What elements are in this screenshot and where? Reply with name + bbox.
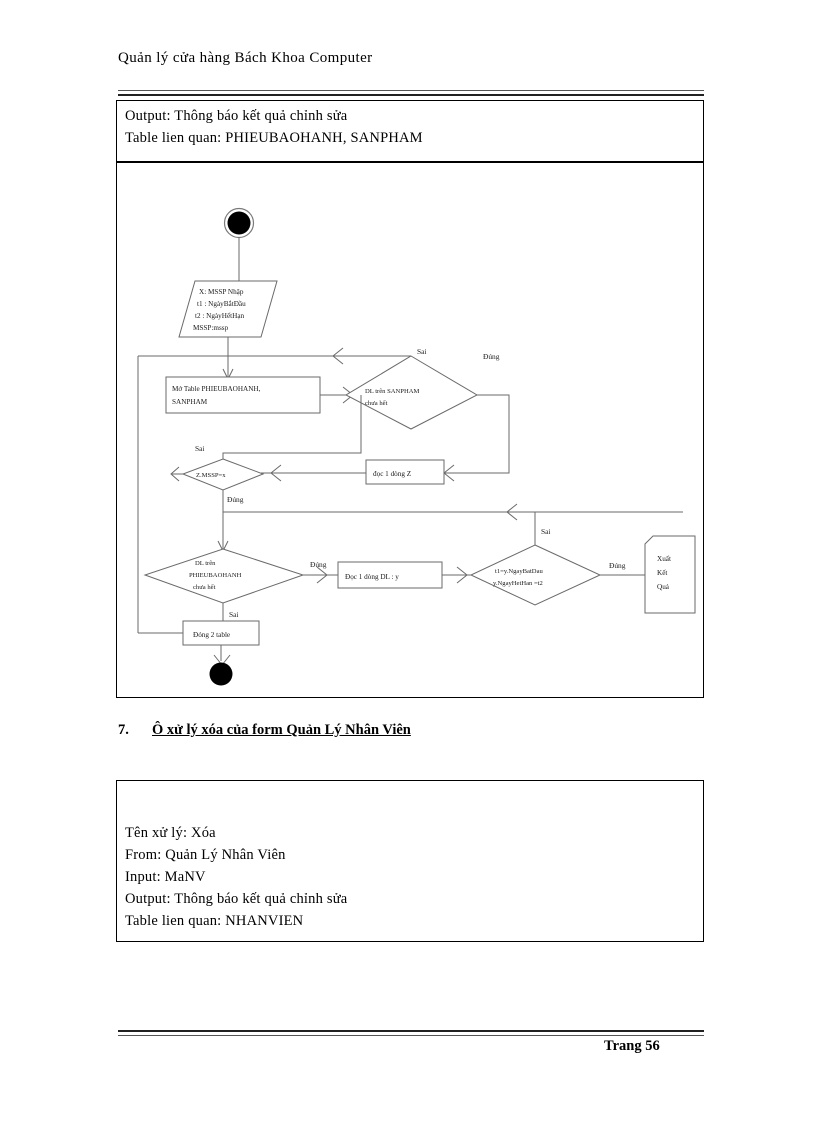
footer-page-number: Trang 56 bbox=[604, 1038, 660, 1054]
open-table-line-2: SANPHAM bbox=[172, 398, 208, 406]
label-pbh-false: Sai bbox=[229, 610, 238, 619]
label-sanpham-true: Đúng bbox=[483, 352, 500, 361]
arrow-pbh-to-readdl bbox=[316, 566, 328, 584]
input-line-1: X: MSSP Nhập bbox=[199, 288, 244, 296]
input-line-3: t2 : NgàyHếtHạn bbox=[195, 312, 245, 320]
edge-junction-to-mssp bbox=[222, 395, 362, 463]
label-mssp-true: Đúng bbox=[227, 495, 244, 504]
header-divider bbox=[118, 90, 704, 96]
decision-pbh-line-1: DL trên bbox=[195, 560, 216, 567]
decision-date-line-1: t1=y.NgayBatDau bbox=[495, 568, 543, 575]
decision-sanpham-line-2: chưa hết bbox=[365, 400, 388, 407]
bottom-info-tables: Table lien quan: NHANVIEN bbox=[125, 913, 304, 929]
decision-pbh-line-2: PHIEUBAOHANH bbox=[189, 572, 242, 579]
close-table-label: Đóng 2 table bbox=[193, 631, 230, 639]
open-table-box: Mở Table PHIEUBAOHANH, SANPHAM bbox=[165, 376, 321, 414]
output-line-1: Xuất bbox=[657, 555, 671, 563]
input-parallelogram: X: MSSP Nhập t1 : NgàyBắtĐầu t2 : NgàyHế… bbox=[178, 280, 278, 338]
open-table-line-1: Mở Table PHIEUBAOHANH, bbox=[172, 385, 261, 393]
label-sanpham-false: Sai bbox=[417, 347, 426, 356]
decision-pbh-line-3: chưa hết bbox=[193, 584, 216, 591]
output-line-2: Kết bbox=[657, 569, 667, 577]
flowchart-container: X: MSSP Nhập t1 : NgàyBắtĐầu t2 : NgàyHế… bbox=[116, 162, 704, 698]
decision-mssp: Z.MSSP=x bbox=[181, 458, 265, 491]
section-heading: Ô xử lý xóa của form Quản Lý Nhân Viên bbox=[152, 722, 411, 738]
start-node bbox=[223, 207, 255, 239]
label-date-false: Sai bbox=[541, 527, 550, 536]
top-info-tables: Table lien quan: PHIEUBAOHANH, SANPHAM bbox=[125, 130, 423, 146]
arrow-top-feedback bbox=[332, 347, 344, 365]
end-node bbox=[209, 662, 233, 686]
output-line-3: Quả bbox=[657, 583, 670, 591]
section-number: 7. bbox=[118, 722, 129, 738]
read-dl-box: Đọc 1 dòng DL : y bbox=[337, 561, 443, 589]
edge-sanpham-true bbox=[444, 394, 510, 474]
read-z-label: đọc 1 dòng Z bbox=[373, 470, 411, 478]
bottom-info-table: Tên xử lý: Xóa From: Quản Lý Nhân Viên I… bbox=[116, 780, 704, 942]
read-z-box: đọc 1 dòng Z bbox=[365, 459, 445, 485]
bottom-info-name: Tên xử lý: Xóa bbox=[125, 825, 216, 841]
arrow-readdl-to-date bbox=[456, 566, 468, 584]
arrow-mssp-left-stub bbox=[170, 466, 180, 482]
label-pbh-true: Đúng bbox=[310, 560, 327, 569]
top-info-output: Output: Thông báo kết quả chỉnh sửa bbox=[125, 108, 348, 124]
decision-phieubaohanh: DL trên PHIEUBAOHANH chưa hết bbox=[143, 548, 305, 604]
bottom-info-input: Input: MaNV bbox=[125, 869, 206, 885]
bottom-info-from: From: Quản Lý Nhân Viên bbox=[125, 847, 286, 863]
output-document: Xuất Kết Quả bbox=[644, 535, 696, 614]
flowchart-svg: X: MSSP Nhập t1 : NgàyBắtĐầu t2 : NgàyHế… bbox=[137, 207, 696, 686]
footer-divider bbox=[118, 1030, 704, 1036]
decision-date-line-2: y.NgayHetHan =t2 bbox=[493, 580, 543, 587]
label-date-true: Đúng bbox=[609, 561, 626, 570]
input-line-4: MSSP:mssp bbox=[193, 324, 229, 332]
input-line-2: t1 : NgàyBắtĐầu bbox=[197, 300, 246, 308]
decision-mssp-label: Z.MSSP=x bbox=[196, 472, 226, 479]
page-header-title: Quản lý cửa hàng Bách Khoa Computer bbox=[118, 50, 373, 66]
label-mssp-false: Sai bbox=[195, 444, 204, 453]
close-table-box: Đóng 2 table bbox=[182, 620, 260, 646]
decision-sanpham-line-1: DL trên SANPHAM bbox=[365, 388, 419, 395]
decision-date: t1=y.NgayBatDau y.NgayHetHan =t2 bbox=[469, 544, 602, 606]
top-info-table: Output: Thông báo kết quả chỉnh sửa Tabl… bbox=[116, 100, 704, 162]
read-dl-label: Đọc 1 dòng DL : y bbox=[345, 573, 399, 581]
decision-sanpham: DL trên SANPHAM chưa hết bbox=[344, 355, 479, 430]
arrow-second-feedback bbox=[506, 503, 518, 521]
bottom-info-output: Output: Thông báo kết quả chỉnh sửa bbox=[125, 891, 348, 907]
arrow-readz-to-mssp bbox=[270, 464, 282, 482]
